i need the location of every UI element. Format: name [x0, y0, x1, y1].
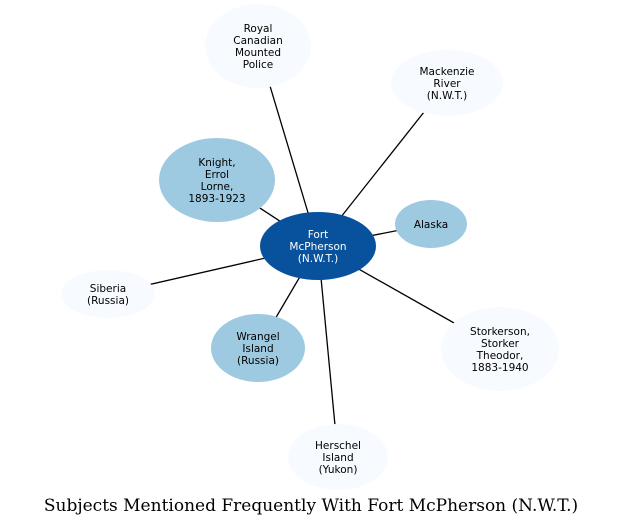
node-alaska[interactable]: Alaska: [395, 200, 467, 248]
node-label-line: Theodor,: [476, 350, 524, 362]
edge-herschel-island: [317, 245, 339, 458]
node-label-line: River: [433, 78, 461, 90]
node-label-line: 1893-1923: [188, 193, 245, 205]
node-ellipse-herschel-island: [288, 424, 388, 490]
node-label-line: Police: [243, 59, 273, 71]
node-ellipse-storkerson: [441, 307, 559, 391]
node-label-line: (Russia): [237, 355, 279, 367]
node-label-line: Errol: [205, 169, 229, 181]
node-label-line: Mounted: [235, 47, 281, 59]
node-label-line: Wrangel: [236, 331, 279, 343]
node-label-alaska: Alaska: [414, 219, 448, 231]
node-ellipse-alaska: [395, 200, 467, 248]
node-label-line: Island: [322, 452, 353, 464]
node-label-line: Canadian: [233, 35, 283, 47]
node-ellipse-wrangel-island: [211, 314, 305, 382]
node-label-line: Knight,: [198, 157, 235, 169]
node-label-line: (N.W.T.): [298, 253, 338, 265]
node-label-line: Lorne,: [201, 181, 234, 193]
node-label-line: (Yukon): [319, 464, 358, 476]
node-label-line: Herschel: [315, 440, 361, 452]
node-label-line: (Russia): [87, 295, 129, 307]
node-label-siberia: Siberia(Russia): [87, 283, 129, 307]
node-ellipse-mackenzie-river: [391, 50, 503, 116]
node-label-line: (N.W.T.): [427, 90, 467, 102]
diagram-title: Subjects Mentioned Frequently With Fort …: [44, 496, 578, 516]
node-siberia[interactable]: Siberia(Russia): [61, 270, 155, 318]
node-label-line: Storker: [481, 338, 520, 350]
node-ellipse-siberia: [61, 270, 155, 318]
node-label-line: Siberia: [90, 283, 126, 295]
node-label-line: 1883-1940: [471, 362, 528, 374]
node-label-line: McPherson: [289, 241, 346, 253]
node-label-line: Alaska: [414, 219, 448, 231]
node-label-line: Fort: [308, 229, 329, 241]
node-ellipse-knight-errol-lorne: [159, 138, 275, 222]
node-ellipse-rcmp: [205, 4, 311, 88]
node-label-line: Storkerson,: [470, 326, 530, 338]
node-label-line: Mackenzie: [420, 66, 475, 78]
node-label-line: Royal: [244, 23, 273, 35]
node-ellipse-fort-mcpherson: [260, 212, 376, 280]
node-label-line: Island: [242, 343, 273, 355]
